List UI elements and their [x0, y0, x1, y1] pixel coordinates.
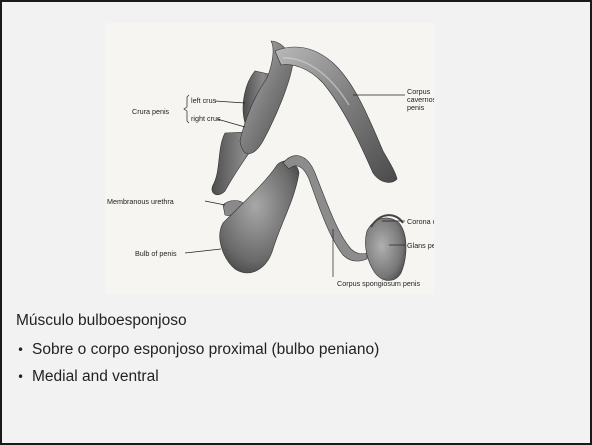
- bullet-item: • Sobre o corpo esponjoso proximal (bulb…: [16, 341, 379, 359]
- label-crura-penis: Crura penis: [132, 107, 170, 116]
- label-corpus-spongiosum-penis: Corpus spongiosum penis: [337, 279, 421, 288]
- label-membranous-urethra: Membranous urethra: [107, 197, 174, 206]
- label-corona-of-glans-penis: Corona of glans penis: [407, 217, 434, 226]
- anatomy-figure: Crura penis left crus right crus Corpus …: [105, 23, 434, 294]
- bullet-dot-icon: •: [17, 341, 24, 359]
- label-glans-penis: Glans penis: [407, 241, 434, 250]
- bullet-text: Sobre o corpo esponjoso proximal (bulbo …: [32, 341, 379, 358]
- penis-anatomy-illustration: Crura penis left crus right crus Corpus …: [105, 23, 434, 294]
- bullet-list: • Sobre o corpo esponjoso proximal (bulb…: [16, 341, 379, 395]
- corpora-cavernosa-shape: [212, 41, 397, 195]
- label-corpus-cavernosum-3: penis: [407, 103, 425, 112]
- bullet-dot-icon: •: [17, 368, 24, 386]
- label-bulb-of-penis: Bulb of penis: [135, 249, 177, 258]
- bullet-text: Medial and ventral: [32, 368, 159, 385]
- slide-heading: Músculo bulboesponjoso: [16, 312, 187, 330]
- bullet-item: • Medial and ventral: [16, 368, 379, 386]
- label-left-crus: left crus: [191, 96, 217, 105]
- label-right-crus: right crus: [191, 114, 221, 123]
